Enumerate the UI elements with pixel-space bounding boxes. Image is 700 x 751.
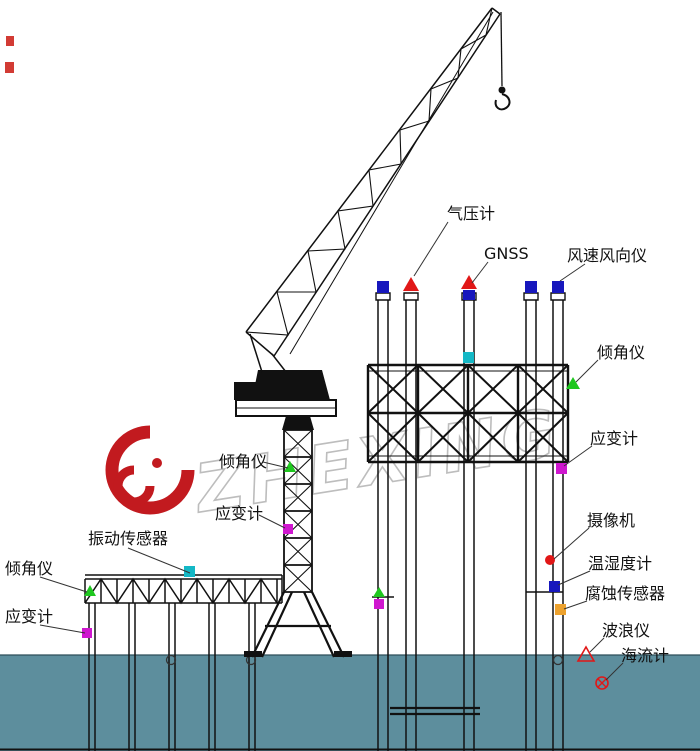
label-corrosion: 腐蚀传感器: [585, 584, 665, 603]
leg-feet: [244, 651, 352, 657]
a-frame-legs: [251, 591, 345, 658]
red-stamp-mark: [6, 36, 14, 46]
camera-leader-line: [553, 527, 590, 560]
strain-gauge-pile-marker: [374, 599, 384, 609]
crane: [234, 7, 511, 658]
pedestal: [282, 416, 314, 430]
labels: 气压计 GNSS 风速风向仪 倾角仪 应变计 摄像机 温湿度计 腐蚀传感器 波浪…: [5, 204, 669, 681]
inclinometer-pile-marker: [373, 587, 385, 597]
inclinometer-tower-marker: [284, 461, 296, 472]
label-barometer: 气压计: [447, 204, 495, 223]
inclinometer-left-leader-line: [39, 576, 88, 593]
wave-gauge-leader-line: [589, 637, 605, 653]
inclinometer-tower-leader-line: [262, 461, 289, 469]
current-meter-marker: [595, 676, 609, 690]
wind-sensor-leader-line: [559, 263, 586, 282]
left-platform: [84, 574, 283, 751]
label-wave-gauge: 波浪仪: [602, 621, 650, 640]
hoist-rope: [289, 11, 494, 355]
boom-foot-links: [249, 333, 287, 373]
hook-rope: [500, 11, 503, 87]
hook-block: [498, 86, 506, 94]
current-meter-leader-line: [605, 662, 624, 681]
label-gnss: GNSS: [484, 244, 529, 263]
truss-box-bracing: [367, 364, 569, 463]
sea-water: [0, 655, 700, 751]
gnss-receiver-marker: [463, 290, 475, 300]
vibration-sensor-marker: [184, 566, 195, 577]
current-meter-cross: [597, 678, 607, 688]
strain-gauge-right-leader-line: [563, 445, 593, 467]
hook-icon: [494, 93, 511, 111]
jacket-piles: [377, 300, 564, 751]
pile-joint-circle: [165, 654, 177, 666]
truss-sensor-marker-cyan: [463, 352, 474, 363]
label-strain-gauge-left: 应变计: [5, 607, 53, 626]
label-inclinometer-right: 倾角仪: [597, 343, 645, 362]
label-camera: 摄像机: [587, 511, 635, 530]
label-temp-humidity: 温湿度计: [588, 554, 652, 573]
inclinometer-right-marker: [566, 377, 580, 389]
label-current-meter: 海流计: [621, 646, 669, 665]
label-wind-sensor: 风速风向仪: [567, 246, 647, 265]
gnss-leader-line: [471, 261, 489, 284]
corrosion-leader-line: [563, 600, 588, 610]
strain-gauge-tower-marker: [283, 524, 293, 534]
deck-piles: [88, 603, 256, 751]
sensor-markers: [82, 275, 609, 690]
gnss-antenna-marker: [461, 275, 477, 289]
red-stamp-mark: [5, 62, 14, 73]
label-vibration: 振动传感器: [88, 529, 168, 548]
brand-logo-icon: [105, 425, 195, 515]
deck-truss: [84, 574, 283, 605]
inclinometer-left-marker: [84, 585, 96, 596]
mudline-frame: [390, 706, 480, 716]
strain-gauge-tower-leader-line: [258, 514, 286, 529]
tower-bracing: [283, 429, 313, 593]
wave-gauge-marker: [576, 645, 596, 662]
corrosion-sensor-marker: [555, 604, 566, 615]
temp-humidity-marker: [549, 581, 560, 592]
instrument-marker-blue: [377, 281, 389, 293]
machinery-house: [252, 370, 330, 400]
barometer-marker: [403, 277, 419, 291]
wind-sensor-marker: [552, 281, 564, 293]
inclinometer-right-leader-line: [575, 359, 599, 383]
truss-box-inner-chords: [368, 370, 568, 457]
label-inclinometer-left: 倾角仪: [5, 559, 53, 578]
pile-joint-circle: [552, 654, 564, 666]
label-inclinometer-tower: 倾角仪: [219, 452, 267, 471]
label-strain-gauge-right: 应变计: [590, 429, 638, 448]
logo-inner-swirl: [113, 465, 155, 507]
red-stamp-marks: [5, 36, 14, 73]
counterweight: [234, 382, 262, 400]
temp-humidity-leader-line: [557, 570, 591, 586]
label-strain-gauge-tower: 应变计: [215, 504, 263, 523]
strain-gauge-left-marker: [82, 628, 92, 638]
camera-marker: [545, 555, 555, 565]
vibration-leader-line: [127, 547, 191, 574]
logo-dot: [152, 458, 162, 468]
instrument-marker-blue: [525, 281, 537, 293]
strain-gauge-left-leader-line: [39, 624, 86, 634]
barometer-leader-line: [413, 221, 449, 277]
strain-gauge-right-marker: [556, 463, 567, 474]
